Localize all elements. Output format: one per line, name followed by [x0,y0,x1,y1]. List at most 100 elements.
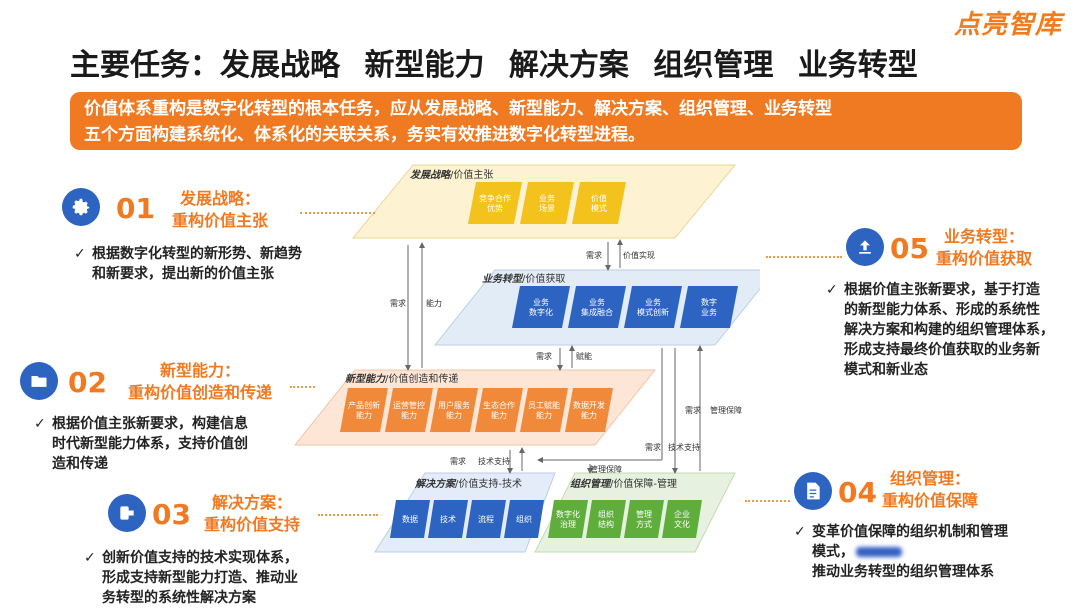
business-box-label: 业务集成融合 [581,297,613,317]
section-title-line: 新型能力： [159,361,240,380]
check-icon: ✓ [826,282,838,298]
folder-icon [20,362,58,400]
capability-box [430,388,478,432]
section-title: 发展战略： 重构价值主张 [160,188,280,232]
connector-line [290,386,315,388]
capability-box-label: 运营管控能力 [393,400,425,420]
section-title-line: 重构价值支持 [203,515,300,534]
layer-boxes: 竞争合作优势业务场景价值模式业务数字化业务集成融合业务模式创新数字业务产品创新能… [340,182,738,538]
capability-box [520,388,568,432]
capability-box-label: 产品创新能力 [348,400,380,420]
desc-line: 形成支持最终价值获取的业务新 [844,342,1040,358]
connector-line [318,514,378,516]
organization-box-label: 企业文化 [674,509,690,529]
section-title-line: 解决方案： [211,493,292,512]
section-05 [846,228,884,266]
page-title: 主要任务：发展战略 新型能力 解决方案 组织管理 业务转型 [70,40,932,84]
capability-box-label: 员工赋能能力 [528,400,560,420]
section-number: 04 [838,476,877,509]
solution-box-label: 组织 [516,514,532,524]
title-part: 新型能力 [364,48,485,83]
section-description: ✓ 变革价值保障的组织机制和管理 模式， 推动业务转型的组织管理体系 [794,522,1008,582]
summary-banner: 价值体系重构是数字化转型的根本任务，应从发展战略、新型能力、解决方案、组织管理、… [70,92,1022,150]
section-number: 05 [890,232,929,265]
capability-box-label: 数据开发能力 [573,400,605,420]
title-part: 主要任务：发展战略 [70,48,340,83]
capability-box-label: 生态合作能力 [483,400,515,420]
business-box-label: 数字业务 [701,297,717,317]
section-title: 组织管理： 重构价值保障 [870,468,990,512]
capability-box [340,388,388,432]
arrow-label-tech-support: 技术支持 [668,442,700,452]
solution-box [504,500,544,538]
capability-box [475,388,523,432]
section-title-line: 组织管理： [889,469,970,488]
business-box-label: 业务数字化 [529,297,553,317]
strategy-box-label: 业务场景 [539,193,555,213]
organization-box-label: 管理方式 [636,509,652,529]
document-icon [794,472,832,510]
desc-line: 模式和新业态 [844,362,928,378]
upload-icon [846,228,884,266]
desc-line: 解决方案和构建的组织管理体系， [844,322,1054,338]
section-03 [108,494,146,532]
arrow-label-empower: 赋能 [576,351,592,361]
organization-box [662,500,702,538]
desc-line: 根据价值主张新要求，构建信息 [52,416,248,432]
section-title: 业务转型： 重构价值获取 [924,226,1044,270]
business-box [512,286,570,328]
section-02 [20,362,58,400]
arrow-label-need: 需求 [586,250,602,260]
desc-line: 和新要求，提出新的价值主张 [92,266,274,282]
desc-line: 创新价值支持的技术实现体系， [102,550,298,566]
section-title-line: 重构价值获取 [935,249,1032,268]
section-title-line: 重构价值保障 [881,491,978,510]
desc-line: 根据价值主张新要求，基于打造 [844,282,1040,298]
connector-line [745,500,790,502]
organization-box [548,500,588,538]
gear-icon [62,188,100,226]
desc-line: 推动业务转型的组织管理体系 [812,564,994,580]
desc-line: 务转型的系统性解决方案 [102,590,256,606]
strategy-box [468,182,522,224]
check-icon: ✓ [34,416,46,432]
strategy-box-label: 价值模式 [591,193,607,213]
title-part: 组织管理 [653,48,774,83]
arrow-label-capability: 能力 [426,298,442,308]
business-box [568,286,626,328]
banner-line: 五个方面构建系统化、体系化的关联关系，务实有效推进数字化转型进程。 [84,125,645,145]
connector-arrows [405,239,703,474]
desc-line: 时代新型能力体系，支持价值创 [52,436,248,452]
arrow-label-tech-support: 技术支持 [478,456,510,466]
arrow-label-need: 需求 [685,405,701,415]
support-icon [108,494,146,532]
section-title-line: 重构价值创造和传递 [127,383,272,402]
capability-box-label: 用户服务能力 [438,400,470,420]
section-title-line: 业务转型： [943,227,1024,246]
check-icon: ✓ [794,524,806,540]
strategy-box [520,182,574,224]
desc-line: 模式， [812,542,1008,562]
solution-box-label: 流程 [478,514,494,524]
organization-box [586,500,626,538]
section-description: ✓ 创新价值支持的技术实现体系， 形成支持新型能力打造、推动业 务转型的系统性解… [84,548,298,608]
check-icon: ✓ [84,550,96,566]
capability-box [565,388,613,432]
section-01 [62,188,100,226]
arrow-label-need: 需求 [390,298,406,308]
capability-layer-label: 新型能力/价值创造和传递 [345,372,458,385]
section-number: 03 [152,498,191,531]
section-description: ✓ 根据价值主张新要求，构建信息 时代新型能力体系，支持价值创 造和传递 [34,414,248,474]
business-box-label: 业务模式创新 [637,297,669,317]
redaction-mark [856,547,902,557]
organization-box-label: 数字化治理 [556,509,580,529]
section-title-line: 发展战略： [179,189,260,208]
arrow-label-need: 需求 [645,442,661,452]
strategy-box [572,182,626,224]
arrow-label-mgmt-guarantee: 管理保障 [710,405,742,415]
title-part: 业务转型 [797,48,918,83]
connector-line [300,212,375,214]
arrow-label-need: 需求 [536,351,552,361]
arrow-label-mgmt-guarantee: 管理保障 [590,464,622,474]
business-box [624,286,682,328]
